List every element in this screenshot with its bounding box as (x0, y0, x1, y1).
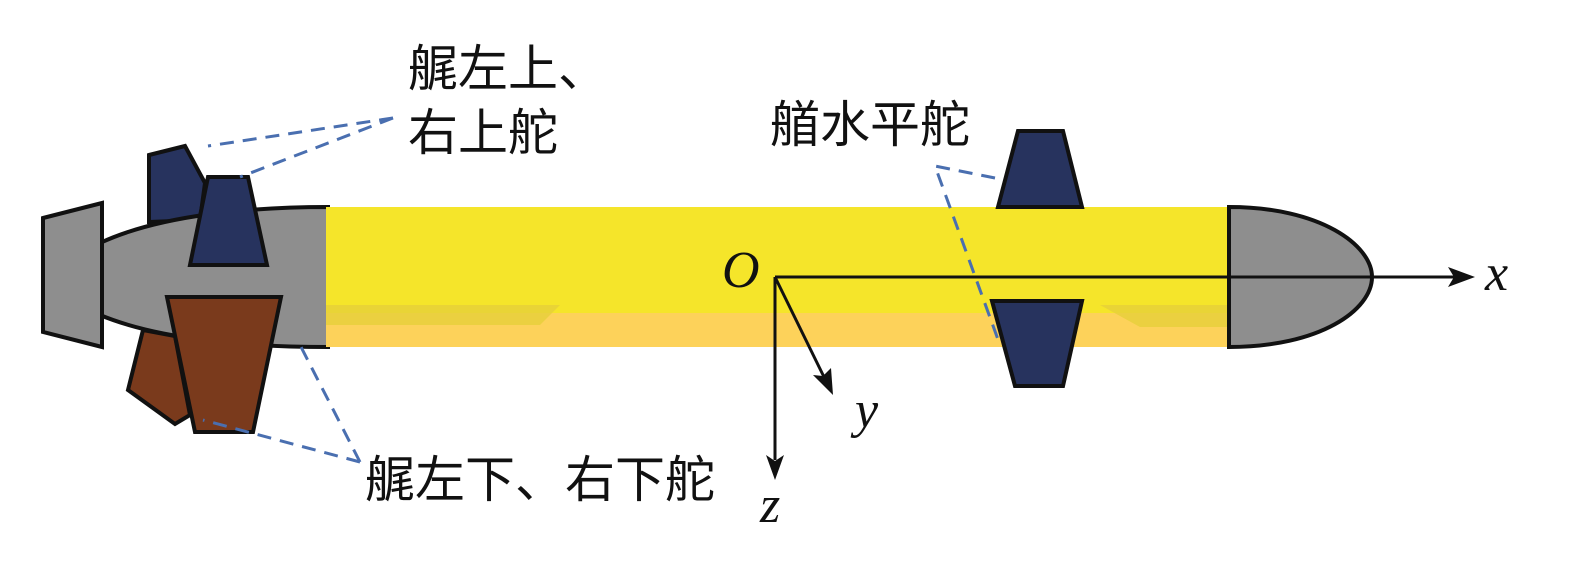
hull-upper (326, 207, 1229, 313)
tail-propeller-shroud (41, 200, 104, 350)
hull-shading (326, 305, 1229, 327)
label-stern-lower: 艉左下、右下舵 (365, 451, 715, 509)
axis-y-label: y (855, 382, 879, 439)
axis-x-label: x (1485, 245, 1509, 302)
axis-origin-label: O (722, 242, 760, 299)
bow-plane-upper (995, 129, 1085, 209)
leader-lines (202, 116, 1002, 464)
axis-z-label: z (760, 477, 781, 534)
label-stern-upper-line1: 艉左上、 (408, 40, 608, 98)
label-bow-planes: 艏水平舵 (770, 96, 970, 154)
stern-right-upper-rudder (187, 175, 270, 267)
bow-plane-lower (989, 299, 1085, 388)
label-stern-upper-line2: 右上舵 (408, 104, 558, 162)
stern-left-upper-rudder (147, 143, 208, 225)
coordinate-axes (766, 267, 1475, 480)
stern-right-lower-rudder (164, 295, 284, 434)
